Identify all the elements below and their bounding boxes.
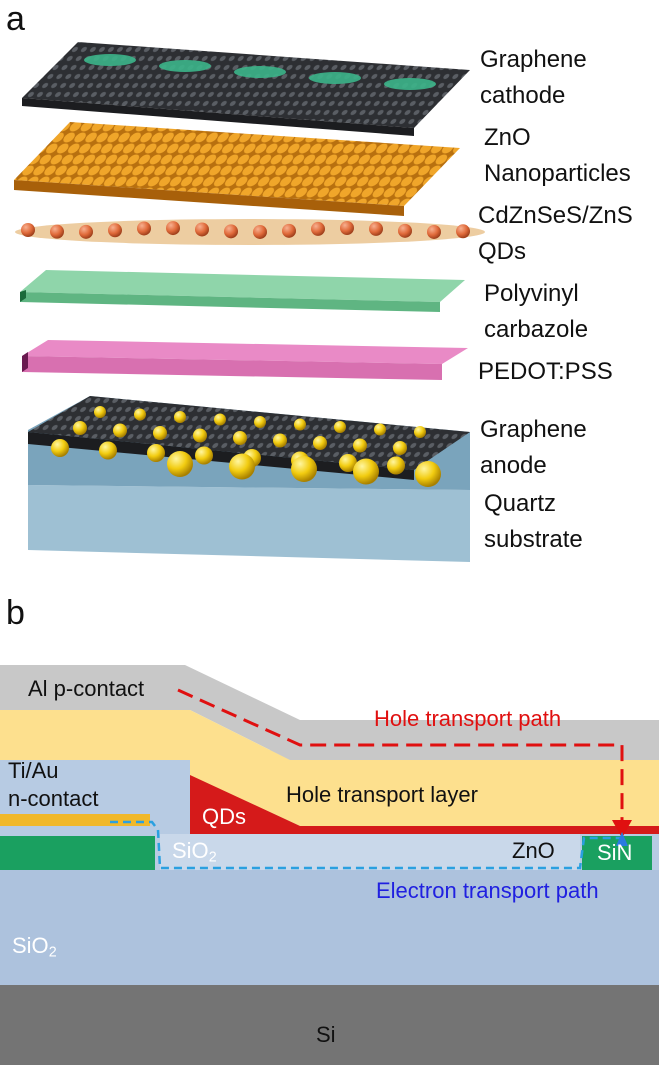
label-sio2-upper: SiO2 (172, 840, 217, 865)
gold-nanoparticle (229, 453, 255, 480)
qd-layer (15, 219, 485, 245)
qd-sphere (224, 224, 238, 239)
panel-a-stack (14, 42, 485, 562)
electron-transport-path-line (110, 820, 622, 870)
qd-wedge (190, 775, 659, 834)
qd-sphere (398, 223, 412, 238)
qd-sphere (282, 223, 296, 238)
label-sio2-lower: SiO2 (12, 935, 57, 960)
label-qds-1: CdZnSeS/ZnS (478, 202, 633, 229)
label-qds: QDs (202, 804, 246, 829)
gold-nanoparticle (51, 439, 69, 457)
gold-nanoparticle (214, 413, 226, 426)
gold-nanoparticle (414, 426, 426, 438)
gold-nanoparticle (353, 438, 367, 453)
gold-nanoparticle (153, 426, 167, 440)
gold-nanoparticle (174, 411, 186, 423)
label-tiau-1: Ti/Au (8, 758, 59, 783)
zno-layer (160, 834, 580, 870)
label-quartz-1: Quartz (484, 490, 557, 517)
tiau-n-contact (0, 814, 150, 826)
gold-nanoparticle (291, 456, 317, 482)
qd-sphere (21, 223, 35, 237)
label-htl: Hole transport layer (286, 782, 478, 807)
label-al-contact: Al p-contact (28, 676, 145, 701)
qd-sphere (369, 221, 383, 236)
label-graphene-anode-2: anode (480, 452, 547, 479)
label-pedot: PEDOT:PSS (478, 358, 613, 385)
label-graphene-cathode-2: cathode (480, 82, 566, 109)
label-qds-2: QDs (478, 238, 526, 265)
gold-nanoparticle (273, 433, 287, 448)
pvk-layer (20, 270, 465, 312)
label-graphene-cathode-1: Graphene (480, 46, 587, 73)
label-si: Si (316, 1022, 336, 1047)
gold-nanoparticle (294, 418, 306, 431)
graphene-anode-layer (28, 396, 470, 487)
gold-nanoparticle (233, 431, 247, 445)
gold-nanoparticle (415, 461, 441, 487)
gold-nanoparticle (99, 441, 117, 460)
label-sin: SiN (597, 840, 633, 865)
si-substrate (0, 985, 659, 1065)
gold-nanoparticle (393, 441, 407, 455)
pedot-layer (22, 340, 468, 380)
qd-sphere (166, 221, 180, 236)
gold-nanoparticle (334, 421, 346, 433)
label-zno-2: Nanoparticles (484, 160, 631, 187)
sio2-lower (0, 870, 659, 985)
label-zno-1: ZnO (484, 124, 531, 151)
gold-nanoparticle (313, 436, 327, 450)
label-tiau-2: n-contact (8, 786, 99, 811)
gold-nanoparticle (339, 454, 357, 472)
qd-sphere (253, 224, 267, 239)
gold-nanoparticle (113, 423, 127, 438)
zno-nanoparticle-layer (14, 122, 460, 216)
label-sio2-upper-base: SiO (172, 838, 209, 863)
gold-nanoparticle (193, 428, 207, 443)
gold-nanoparticle (353, 458, 379, 485)
qd-sphere (427, 224, 441, 239)
qd-sphere (340, 221, 354, 236)
label-pvk-2: carbazole (484, 316, 589, 343)
gold-nanoparticle (387, 456, 405, 475)
label-quartz-2: substrate (484, 526, 583, 553)
label-hole-path: Hole transport path (374, 706, 562, 731)
graphene-cathode-layer (22, 42, 470, 136)
gold-nanoparticle (254, 416, 266, 428)
gold-nanoparticle (167, 451, 193, 477)
gold-nanoparticle (73, 421, 87, 435)
gold-nanoparticle (94, 406, 106, 418)
hole-transport-layer (0, 710, 659, 826)
gold-nanoparticle (374, 423, 386, 436)
electron-arrowhead (616, 832, 628, 846)
qd-sphere (311, 221, 325, 236)
al-p-contact (0, 665, 659, 760)
qd-sphere (195, 222, 209, 237)
hole-transport-path-line (177, 688, 624, 830)
qd-sphere (108, 223, 122, 238)
label-sio2-lower-sub: 2 (48, 944, 57, 961)
qd-sphere (456, 224, 470, 239)
label-sio2-upper-sub: 2 (208, 849, 217, 866)
panel-letter-a: a (6, 0, 25, 38)
label-pvk-1: Polyvinyl (484, 280, 579, 307)
gold-nanoparticle (134, 408, 146, 421)
label-sio2-lower-base: SiO (12, 933, 49, 958)
gold-nanoparticle (147, 444, 165, 462)
panel-letter-b: b (6, 594, 25, 632)
label-electron-path: Electron transport path (376, 878, 599, 903)
label-graphene-anode-1: Graphene (480, 416, 587, 443)
qd-sphere (50, 224, 64, 239)
sin-right (582, 836, 652, 870)
panel-b-cross-section (0, 665, 659, 1065)
qd-sphere (79, 224, 93, 239)
sin-left (0, 836, 155, 870)
hole-arrowhead (612, 820, 632, 838)
label-zno-b: ZnO (512, 838, 555, 863)
gold-nanoparticle (195, 446, 213, 465)
qd-sphere (137, 221, 151, 236)
